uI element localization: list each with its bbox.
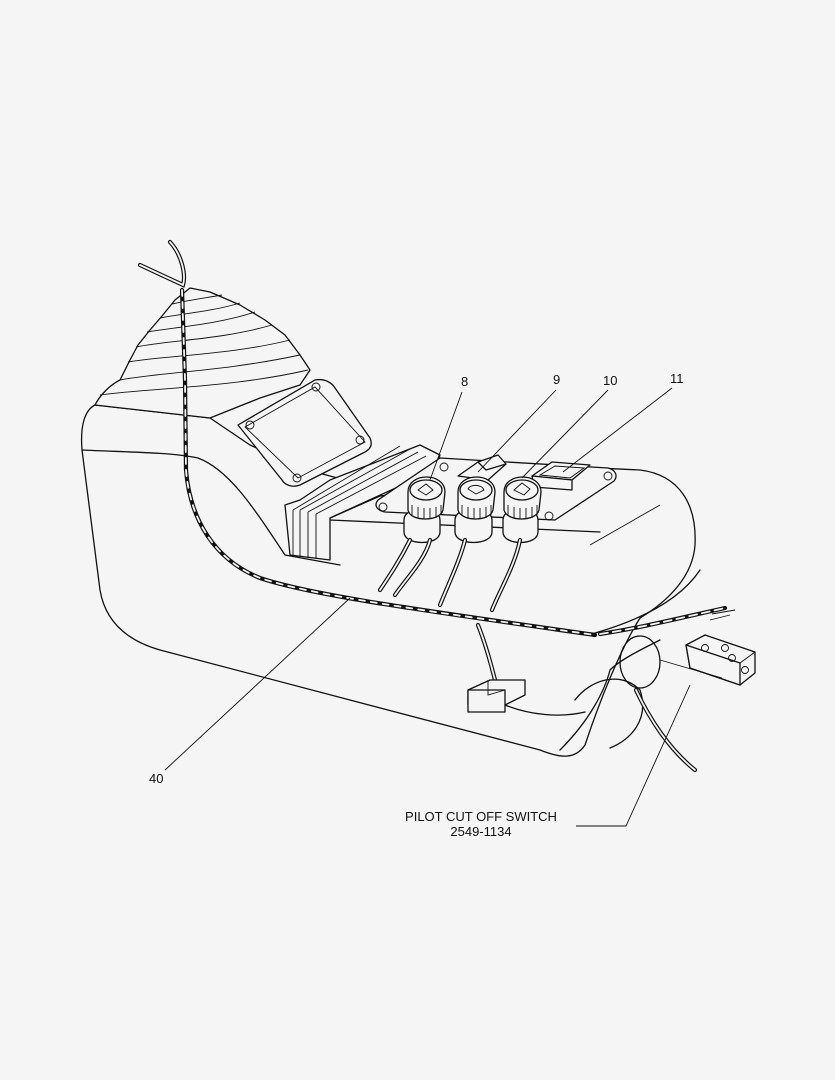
leader-lines	[164, 387, 691, 827]
switch-part-number: 2549-1134	[450, 824, 512, 839]
switch-caption: PILOT CUT OFF SWITCH 2549-1134	[391, 809, 571, 839]
rotary-knob-10	[502, 476, 542, 544]
wiring-harness	[137, 239, 728, 773]
callout-8: 8	[461, 374, 469, 389]
callout-11: 11	[670, 371, 684, 386]
callout-40: 40	[149, 771, 164, 786]
callout-9: 9	[553, 372, 561, 387]
side-cover-plate	[237, 378, 372, 487]
harness-connector	[467, 679, 526, 713]
rotary-knob-8	[403, 476, 446, 544]
switch-name: PILOT CUT OFF SWITCH	[405, 809, 557, 824]
pilot-cut-off-switch	[659, 609, 756, 686]
joystick-boot	[94, 287, 311, 419]
rotary-knob-9	[454, 476, 496, 544]
rocker-switch-11	[531, 461, 591, 491]
callout-10: 10	[603, 373, 618, 388]
rocker-switch-9	[457, 454, 507, 481]
